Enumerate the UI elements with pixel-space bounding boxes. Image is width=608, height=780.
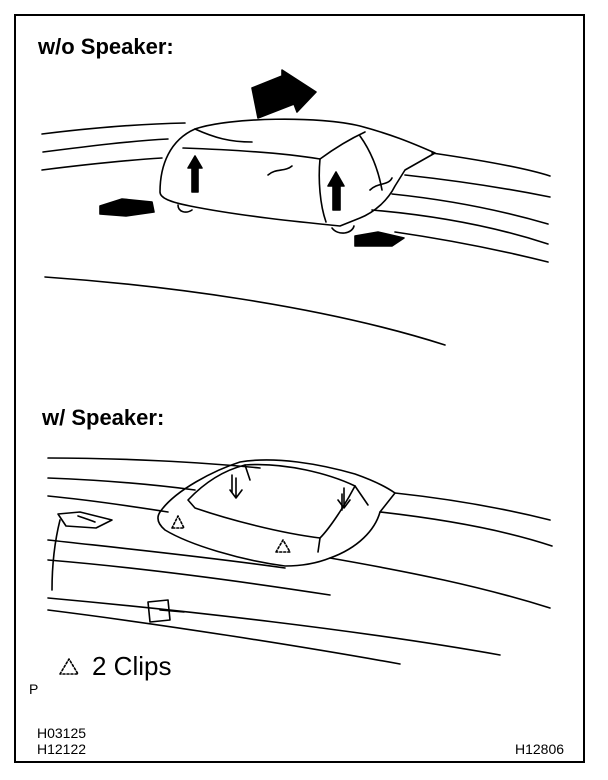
roof-panel-lines-bottom <box>47 457 553 665</box>
clip-up-arrow-left <box>187 155 203 193</box>
roof-bracket-left <box>57 511 113 529</box>
clip-marker-2 <box>275 539 291 553</box>
diagram-frame <box>14 14 585 763</box>
speaker-housing <box>157 459 396 567</box>
roof-tab-lower <box>147 599 185 623</box>
push-arrow-right <box>354 231 405 247</box>
figure-code-3: H12806 <box>515 741 565 757</box>
lift-arrow-top <box>251 69 317 119</box>
clip-marker-1 <box>171 515 185 529</box>
clips-legend-label: 2 Clips <box>92 651 172 681</box>
section-title-with-speaker: w/ Speaker: <box>42 405 165 430</box>
clip-up-arrow-right <box>327 171 345 211</box>
push-arrow-left <box>99 198 155 217</box>
roof-panel-lines-top <box>41 122 551 346</box>
overhead-cover-without-speaker <box>159 118 436 234</box>
section-title-without-speaker: w/o Speaker: <box>38 34 174 59</box>
figure-code-2: H12122 <box>37 741 87 757</box>
corner-mark: P <box>29 681 39 697</box>
push-arrow-speaker-right <box>337 487 351 509</box>
figure-code-1: H03125 <box>37 725 87 741</box>
push-arrow-speaker-left <box>229 477 243 499</box>
clip-legend-icon <box>59 658 79 675</box>
